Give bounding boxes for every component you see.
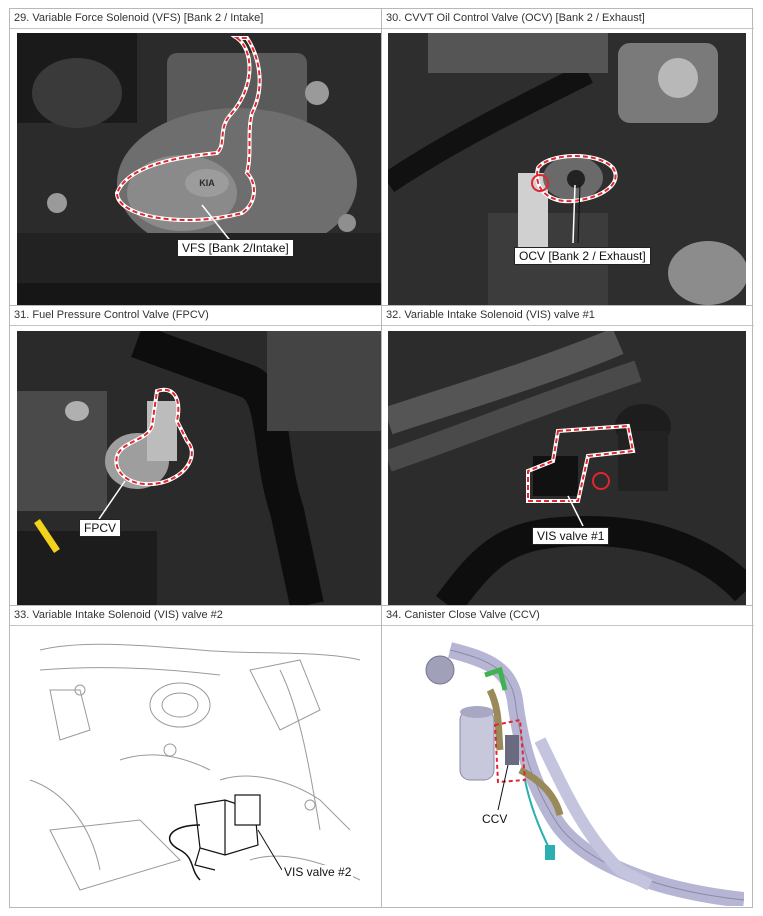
- panel-title: 29. Variable Force Solenoid (VFS) [Bank …: [10, 9, 381, 29]
- panel-ocv: 30. CVVT Oil Control Valve (OCV) [Bank 2…: [382, 9, 754, 305]
- component-location-table: 29. Variable Force Solenoid (VFS) [Bank …: [9, 8, 754, 909]
- panel-vis-1: 32. Variable Intake Solenoid (VIS) valve…: [382, 306, 754, 605]
- ccv-callout: CCV: [480, 812, 510, 826]
- row-divider: [10, 605, 752, 606]
- panel-vfs: 29. Variable Force Solenoid (VFS) [Bank …: [10, 9, 381, 305]
- panel-title: 33. Variable Intake Solenoid (VIS) valve…: [10, 606, 381, 626]
- column-divider: [381, 9, 382, 907]
- row-divider: [10, 305, 752, 306]
- kia-logo: KIA: [199, 178, 215, 188]
- ocv-callout: OCV [Bank 2 / Exhaust]: [514, 247, 651, 265]
- panel-title: 32. Variable Intake Solenoid (VIS) valve…: [382, 306, 754, 326]
- panel-title: 30. CVVT Oil Control Valve (OCV) [Bank 2…: [382, 9, 754, 29]
- panel-vis-2: 33. Variable Intake Solenoid (VIS) valve…: [10, 606, 381, 909]
- vis1-callout: VIS valve #1: [532, 527, 610, 545]
- vis2-drawing: VIS valve #2: [20, 630, 372, 906]
- vis1-photo: VIS valve #1: [388, 331, 746, 605]
- ccv-rendering: CCV: [390, 630, 744, 906]
- vfs-callout: VFS [Bank 2/Intake]: [177, 239, 294, 257]
- ocv-photo: OCV [Bank 2 / Exhaust]: [388, 33, 746, 305]
- vfs-photo: KIA VFS [Bank 2/Intake]: [17, 33, 381, 305]
- panel-fpcv: 31. Fuel Pressure Control Valve (FPCV) F…: [10, 306, 381, 605]
- fpcv-photo: FPCV: [17, 331, 381, 605]
- fpcv-callout: FPCV: [79, 519, 122, 537]
- panel-ccv: 34. Canister Close Valve (CCV) CCV: [382, 606, 754, 909]
- vis2-callout: VIS valve #2: [282, 865, 354, 879]
- panel-title: 34. Canister Close Valve (CCV): [382, 606, 754, 626]
- panel-title: 31. Fuel Pressure Control Valve (FPCV): [10, 306, 381, 326]
